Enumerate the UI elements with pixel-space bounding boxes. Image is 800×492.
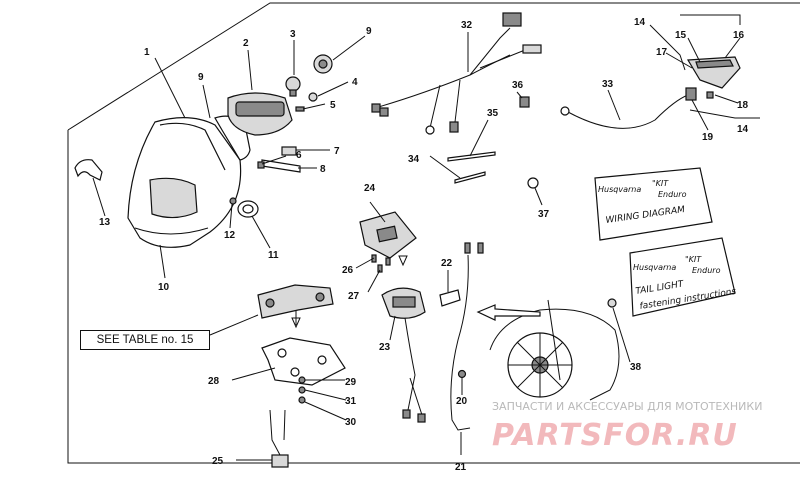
connector-19 — [685, 87, 697, 101]
callout-34: 34 — [408, 154, 420, 165]
callout-11: 11 — [268, 250, 279, 261]
callout-6: 6 — [296, 150, 302, 161]
callout-20: 20 — [456, 396, 468, 407]
bulb — [285, 76, 301, 97]
headlight-fairing — [127, 117, 242, 248]
screw-18 — [706, 91, 714, 99]
callout-10: 10 — [158, 282, 170, 293]
callout-22: 22 — [441, 258, 453, 269]
callout-9b: 9 — [198, 72, 204, 83]
tail-card-kit: "KIT — [685, 255, 702, 264]
fuse-holder-36 — [519, 96, 530, 108]
wiring-card-brand: Husqvarna — [598, 185, 641, 194]
callout-38: 38 — [630, 362, 642, 373]
wiring-card-enduro: Enduro — [658, 190, 687, 199]
magnet-38 — [607, 298, 617, 308]
bulb-socket — [313, 54, 333, 74]
callout-1: 1 — [144, 47, 150, 58]
clip-22 — [439, 289, 461, 307]
leader-lines — [92, 14, 760, 461]
bolts-26-27 — [371, 254, 391, 273]
clip-37 — [527, 177, 539, 189]
frame-bottom-edge — [67, 130, 800, 464]
headlight-unit — [227, 92, 293, 136]
wiring-card-kit: "KIT — [652, 179, 669, 188]
callout-3: 3 — [290, 29, 296, 40]
callout-16: 16 — [733, 30, 745, 41]
sensor-cable-21 — [450, 242, 484, 431]
callout-18: 18 — [737, 100, 749, 111]
clip-13 — [74, 159, 103, 181]
cable-33 — [560, 94, 689, 129]
callout-32: 32 — [461, 20, 473, 31]
clamp-11 — [237, 200, 259, 218]
callout-4: 4 — [352, 77, 358, 88]
callout-15: 15 — [675, 30, 687, 41]
callout-30: 30 — [345, 417, 357, 428]
callout-29: 29 — [345, 377, 357, 388]
bolt-20 — [457, 369, 467, 379]
callout-2: 2 — [243, 38, 249, 49]
cable-ties-34 — [454, 171, 486, 184]
cable-ties-35 — [447, 151, 496, 162]
callout-13: 13 — [99, 217, 111, 228]
screw-12 — [229, 197, 237, 205]
callout-37: 37 — [538, 209, 550, 220]
clip-6 — [257, 161, 265, 169]
callout-14b: 14 — [737, 124, 749, 135]
callout-19: 19 — [702, 132, 714, 143]
callout-17: 17 — [656, 47, 668, 58]
callout-21: 21 — [455, 462, 467, 473]
callout-14a: 14 — [634, 17, 646, 28]
watermark-brand: PARTSFOR.RU — [492, 418, 738, 453]
callout-36: 36 — [512, 80, 524, 91]
callout-25: 25 — [212, 456, 224, 467]
callout-7: 7 — [334, 146, 340, 157]
callout-26: 26 — [342, 265, 354, 276]
callout-5: 5 — [330, 100, 336, 111]
handlebar-mount-bracket — [257, 284, 334, 319]
callout-35: 35 — [487, 108, 499, 119]
switch-cable-25 — [269, 409, 289, 468]
callout-12: 12 — [224, 230, 236, 241]
watermark-subtitle: ЗАПЧАСТИ И АКСЕССУАРЫ ДЛЯ МОТОТЕХНИКИ — [492, 400, 762, 413]
see-table-note: SEE TABLE no. 15 — [80, 330, 210, 350]
front-wheel — [476, 299, 620, 401]
callout-28: 28 — [208, 376, 220, 387]
odometer-23 — [381, 287, 426, 423]
screw-5 — [295, 106, 305, 112]
small-bulb — [308, 92, 318, 102]
callout-8: 8 — [320, 164, 326, 175]
plate-28 — [261, 337, 346, 386]
callout-27: 27 — [348, 291, 360, 302]
frame-top-edge — [67, 2, 800, 131]
callout-9a: 9 — [366, 26, 372, 37]
nut-29-31 — [298, 376, 306, 404]
instrument-bracket-24 — [359, 211, 417, 259]
callout-23: 23 — [379, 342, 391, 353]
wiring-harness-32 — [371, 12, 542, 135]
tail-card-enduro: Enduro — [692, 266, 721, 275]
callout-33: 33 — [602, 79, 614, 90]
callout-31: 31 — [345, 396, 357, 407]
wiring-diagram-card: Husqvarna "KIT Enduro WIRING DIAGRAM — [594, 167, 713, 241]
tail-light-card: Husqvarna "KIT Enduro TAIL LIGHT fasteni… — [629, 237, 737, 317]
tail-card-brand: Husqvarna — [633, 263, 676, 272]
mount-bracket-7 — [281, 146, 297, 156]
tail-light-15 — [686, 56, 741, 89]
callout-24: 24 — [364, 183, 376, 194]
